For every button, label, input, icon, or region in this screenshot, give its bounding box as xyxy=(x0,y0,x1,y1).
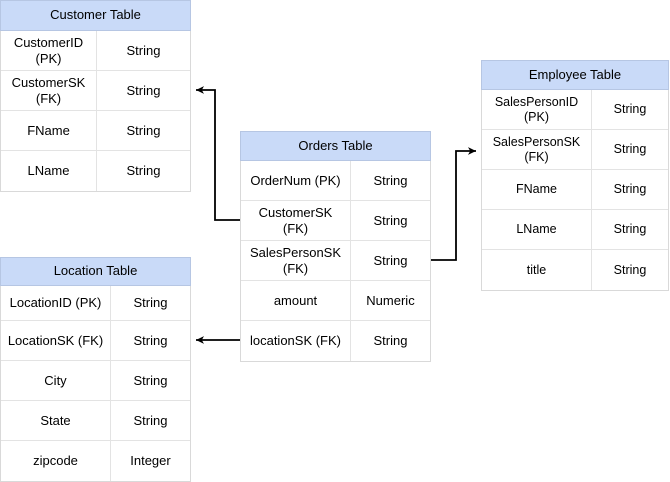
table-row[interactable]: FName String xyxy=(482,170,668,210)
field-type: Integer xyxy=(130,453,171,469)
entity-location-title: Location Table xyxy=(0,257,191,286)
field-name: amount xyxy=(241,281,351,320)
field-name: LocationID (PK) xyxy=(1,286,111,320)
entity-orders-table[interactable]: Orders Table OrderNum (PK) String Custom… xyxy=(240,131,431,362)
table-row[interactable]: title String xyxy=(482,250,668,290)
table-row[interactable]: SalesPersonID (PK) String xyxy=(482,90,668,130)
field-name: LName xyxy=(482,210,592,249)
field-name: CustomerSK (FK) xyxy=(1,71,97,110)
table-row[interactable]: LName String xyxy=(1,151,190,191)
field-type: String xyxy=(126,122,161,138)
table-row[interactable]: CustomerID (PK) String xyxy=(1,31,190,71)
field-type: String xyxy=(133,372,168,388)
field-name: zipcode xyxy=(1,441,111,481)
field-type: String xyxy=(133,412,168,428)
table-row[interactable]: State String xyxy=(1,401,190,441)
field-type: String xyxy=(373,252,408,268)
table-row[interactable]: OrderNum (PK) String xyxy=(241,161,430,201)
field-type: String xyxy=(613,222,647,236)
entity-customer-title: Customer Table xyxy=(0,0,191,31)
field-name: title xyxy=(482,250,592,290)
table-row[interactable]: LocationID (PK) String xyxy=(1,286,190,321)
field-type: String xyxy=(613,262,647,277)
table-row[interactable]: LocationSK (FK) String xyxy=(1,321,190,361)
field-name: locationSK (FK) xyxy=(241,321,351,361)
field-name: City xyxy=(1,361,111,400)
table-row[interactable]: City String xyxy=(1,361,190,401)
table-row[interactable]: amount Numeric xyxy=(241,281,430,321)
table-row[interactable]: SalesPersonSK (FK) String xyxy=(482,130,668,170)
table-row[interactable]: SalesPersonSK (FK) String xyxy=(241,241,430,281)
entity-location-table[interactable]: Location Table LocationID (PK) String Lo… xyxy=(0,257,191,482)
connector-orders-to-employee xyxy=(431,147,476,261)
field-type: String xyxy=(133,295,168,311)
table-row[interactable]: locationSK (FK) String xyxy=(241,321,430,361)
connector-orders-to-customer xyxy=(196,86,240,221)
field-type: String xyxy=(126,42,161,58)
entity-employee-title: Employee Table xyxy=(481,60,669,90)
field-type: String xyxy=(133,332,168,348)
field-name: CustomerID (PK) xyxy=(1,31,97,70)
field-type: String xyxy=(613,182,647,196)
field-type: String xyxy=(613,102,647,116)
field-name: FName xyxy=(482,170,592,209)
field-name: LocationSK (FK) xyxy=(1,321,111,360)
entity-employee-rows: SalesPersonID (PK) String SalesPersonSK … xyxy=(481,90,669,291)
field-name: FName xyxy=(1,111,97,150)
entity-location-rows: LocationID (PK) String LocationSK (FK) S… xyxy=(0,286,191,482)
entity-orders-title: Orders Table xyxy=(240,131,431,161)
entity-customer-rows: CustomerID (PK) String CustomerSK (FK) S… xyxy=(0,31,191,192)
field-type: String xyxy=(373,172,408,188)
field-type: String xyxy=(373,212,408,228)
table-row[interactable]: LName String xyxy=(482,210,668,250)
table-row[interactable]: CustomerSK (FK) String xyxy=(1,71,190,111)
field-name: LName xyxy=(1,151,97,191)
field-name: CustomerSK (FK) xyxy=(241,201,351,240)
field-name: OrderNum (PK) xyxy=(241,161,351,200)
field-type: String xyxy=(373,333,408,349)
field-type: String xyxy=(613,142,647,156)
field-type: String xyxy=(126,163,161,179)
entity-orders-rows: OrderNum (PK) String CustomerSK (FK) Str… xyxy=(240,161,431,362)
field-name: SalesPersonID (PK) xyxy=(482,90,592,129)
field-name: SalesPersonSK (FK) xyxy=(482,130,592,169)
field-type: Numeric xyxy=(366,292,415,308)
table-row[interactable]: FName String xyxy=(1,111,190,151)
table-row[interactable]: CustomerSK (FK) String xyxy=(241,201,430,241)
table-row[interactable]: zipcode Integer xyxy=(1,441,190,481)
entity-customer-table[interactable]: Customer Table CustomerID (PK) String Cu… xyxy=(0,0,191,192)
field-type: String xyxy=(126,82,161,98)
entity-employee-table[interactable]: Employee Table SalesPersonID (PK) String… xyxy=(481,60,669,291)
field-name: State xyxy=(1,401,111,440)
field-name: SalesPersonSK (FK) xyxy=(241,241,351,280)
